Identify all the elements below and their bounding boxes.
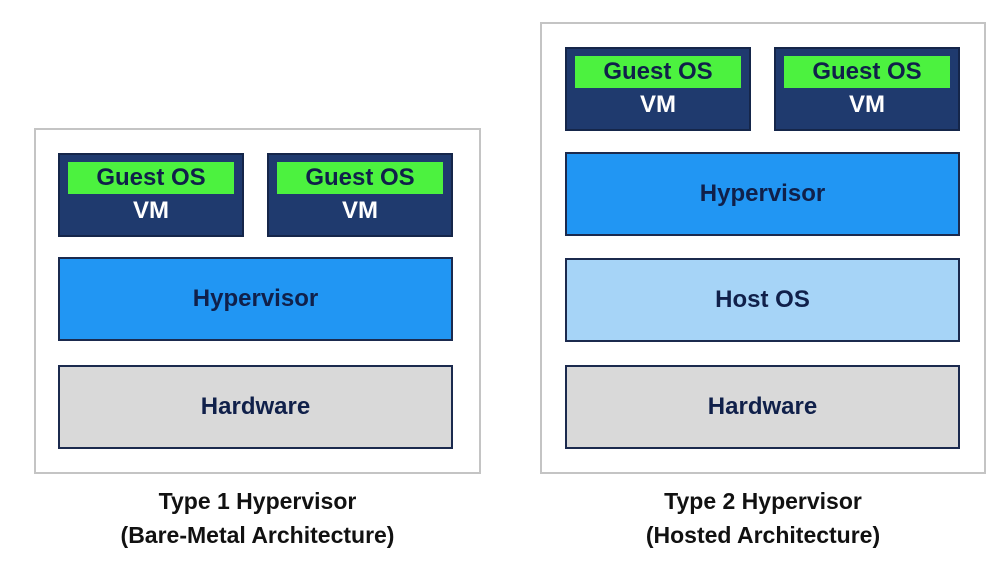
type1-vm-2-label: VM (342, 197, 378, 224)
type2-caption-subtitle: (Hosted Architecture) (645, 522, 881, 548)
type2-host-os-layer: Host OS (565, 258, 960, 342)
type1-caption-subtitle: (Bare-Metal Architecture) (120, 522, 395, 548)
type1-hardware-layer: Hardware (58, 365, 453, 449)
type2-caption-title: Type 2 Hypervisor (664, 488, 862, 514)
type2-vm-2: Guest OS VM (774, 47, 960, 131)
type2-vm-2-label: VM (849, 91, 885, 118)
type2-vm-2-guest-os: Guest OS (784, 56, 950, 88)
type1-vm-1-label: VM (133, 197, 169, 224)
type1-hypervisor-layer: Hypervisor (58, 257, 453, 341)
type2-caption: Type 2 Hypervisor (Hosted Architecture) (540, 484, 986, 552)
type1-caption-title: Type 1 Hypervisor (158, 488, 357, 514)
type2-vm-1-label: VM (640, 91, 676, 118)
type1-vm-2-guest-os: Guest OS (277, 162, 443, 194)
type2-vm-1: Guest OS VM (565, 47, 751, 131)
type1-vm-2: Guest OS VM (267, 153, 453, 237)
type1-vm-1-guest-os: Guest OS (68, 162, 234, 194)
type2-hardware-layer: Hardware (565, 365, 960, 449)
type2-vm-1-guest-os: Guest OS (575, 56, 741, 88)
type1-vm-1: Guest OS VM (58, 153, 244, 237)
type2-hypervisor-layer: Hypervisor (565, 152, 960, 236)
type1-caption: Type 1 Hypervisor (Bare-Metal Architectu… (34, 484, 481, 552)
